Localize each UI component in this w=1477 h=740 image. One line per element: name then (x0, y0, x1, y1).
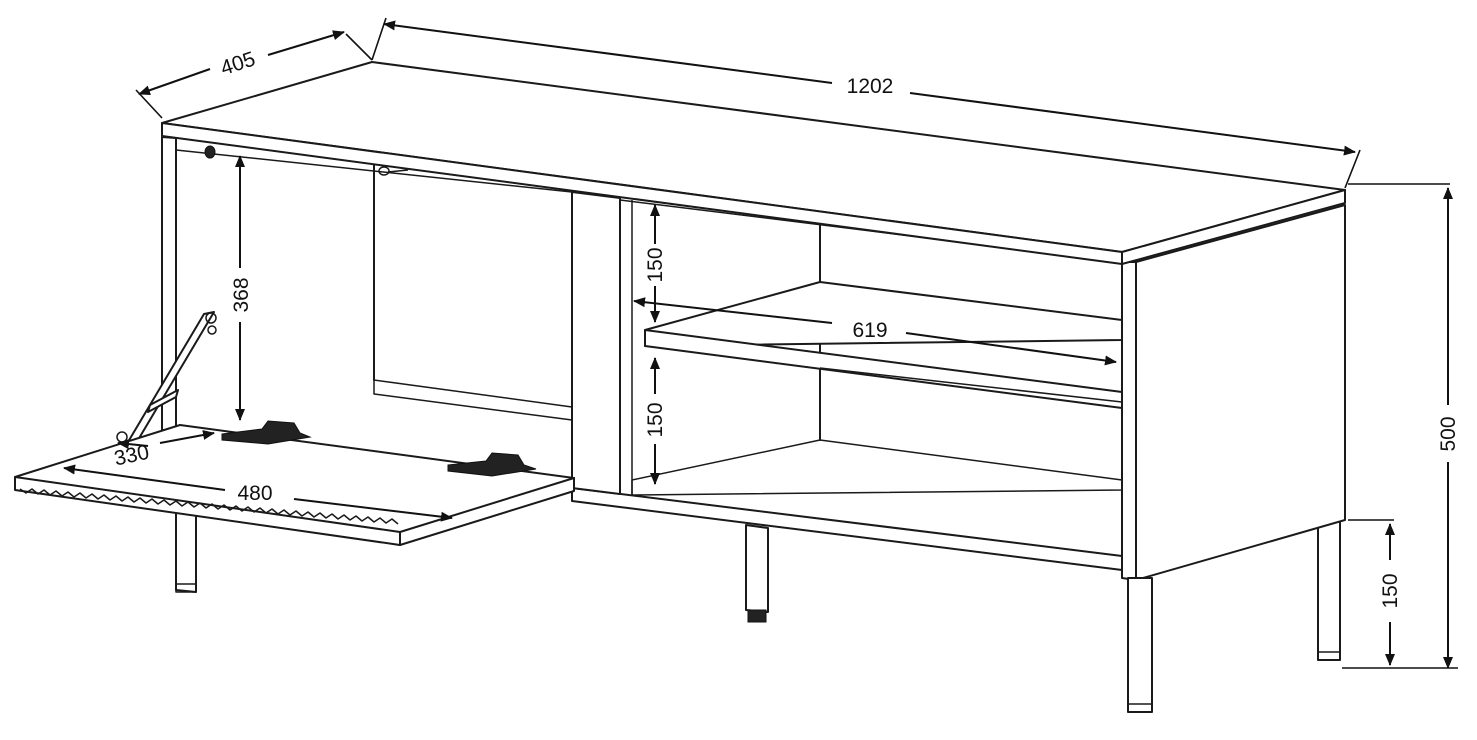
front-right-leg (1127, 577, 1153, 713)
front-middle-leg (745, 524, 769, 613)
dim-label-shelf-upper: 150 (644, 247, 667, 282)
bottom-board (571, 487, 1123, 571)
dim-label-total-height: 500 (1437, 416, 1460, 451)
door-hinge-right (447, 452, 537, 477)
cabinet-body (14, 61, 1346, 713)
center-divider (571, 191, 621, 495)
dim-label-depth: 405 (218, 47, 258, 80)
dim-label-shelf-lower: 150 (644, 402, 667, 437)
dim-label-door-width: 480 (237, 482, 272, 505)
back-right-leg (1317, 517, 1341, 661)
right-side-panel (1121, 261, 1137, 581)
door-hinge-left (221, 420, 312, 445)
dimension-lines (63, 17, 1458, 669)
back-left-leg (175, 509, 197, 593)
lowered-door (14, 420, 575, 546)
door-stay-arm (116, 311, 217, 443)
dim-label-shelf-width: 619 (852, 319, 887, 342)
dim-label-leg-height: 150 (1379, 573, 1402, 608)
dim-label-width: 1202 (847, 75, 894, 98)
dim-label-inner-height: 368 (230, 277, 253, 312)
